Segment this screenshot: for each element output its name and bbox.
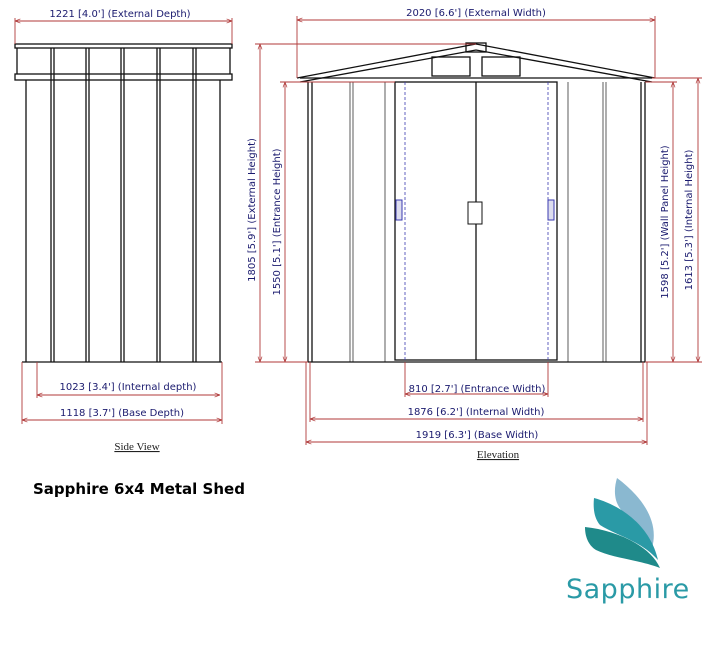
door-handle — [467, 201, 483, 225]
roof-vent-right — [481, 56, 521, 77]
external-height-label: 1805 [5.9'] (External Height) — [247, 138, 258, 282]
wall-panel-height-label: 1598 [5.2'] (Wall Panel Height) — [660, 145, 671, 298]
internal-depth-label: 1023 [3.4'] (Internal depth) — [60, 382, 197, 393]
sapphire-logo-icon — [585, 478, 660, 568]
elevation-caption: Elevation — [477, 449, 520, 461]
door-hinge-right — [547, 199, 555, 221]
external-width-label: 2020 [6.6'] (External Width) — [406, 8, 546, 19]
logo-wordmark: Sapphire — [566, 574, 690, 605]
external-depth-label: 1221 [4.0'] (External Depth) — [49, 9, 190, 20]
base-width-label: 1919 [6.3'] (Base Width) — [416, 430, 539, 441]
product-title: Sapphire 6x4 Metal Shed — [33, 480, 245, 498]
internal-width-label: 1876 [6.2'] (Internal Width) — [408, 407, 545, 418]
internal-height-label: 1613 [5.3'] (Internal Height) — [684, 149, 695, 290]
side-view: 1221 [4.0'] (External Depth) 1023 [3.4']… — [14, 9, 233, 453]
entrance-width-label: 810 [2.7'] (Entrance Width) — [409, 384, 546, 395]
entrance-height-label: 1550 [5.1'] (Entrance Height) — [272, 148, 283, 295]
elevation-view: 2020 [6.6'] (External Width) 1805 [5.9']… — [247, 8, 702, 461]
roof-vent-left — [431, 56, 471, 77]
door-hinge-left — [395, 199, 403, 221]
base-depth-label: 1118 [3.7'] (Base Depth) — [60, 408, 184, 419]
side-view-caption: Side View — [114, 441, 159, 453]
